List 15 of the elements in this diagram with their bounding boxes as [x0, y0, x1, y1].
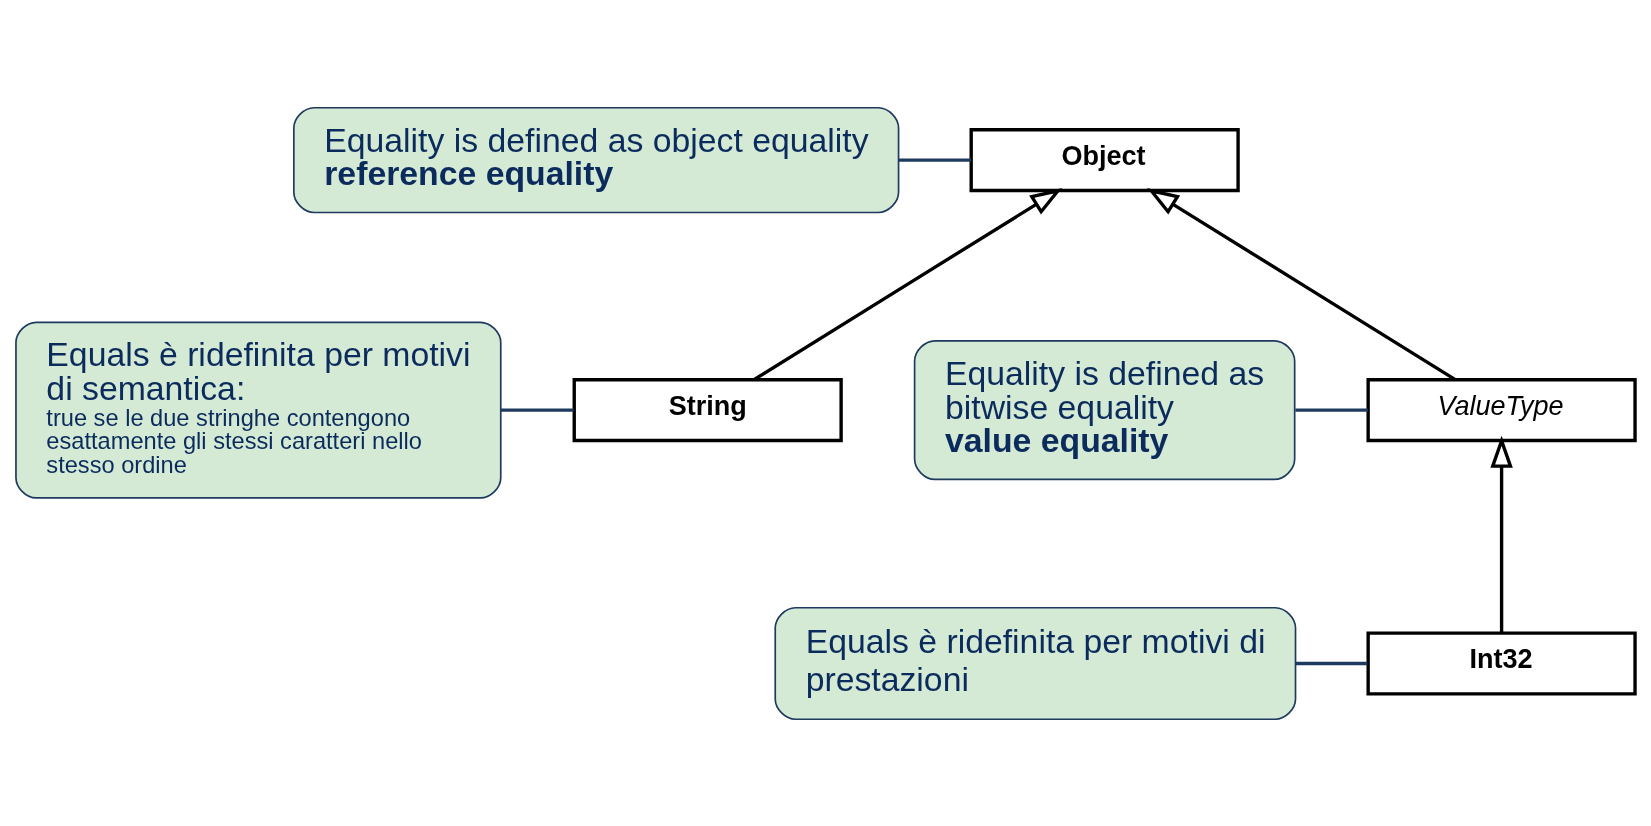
node-box: Equality is defined as object equality reference equality — [293, 106, 900, 213]
arrow — [1490, 435, 1513, 633]
connector — [1295, 407, 1368, 412]
node-box: Equals è ridefinita per motivi di prestazioni — [774, 606, 1297, 720]
node-box: Object — [969, 127, 1240, 192]
node-box: Int32 — [1366, 630, 1637, 696]
connector — [1295, 661, 1368, 665]
node-box: Equality is defined as bitwise equality value equality — [913, 339, 1296, 480]
node-box: String — [572, 377, 843, 442]
arrow — [753, 187, 1063, 381]
connector — [501, 407, 574, 412]
connector — [898, 157, 971, 162]
node-box: Equals è ridefinita per motivi di semantica: true se le due stringhe contengono esattamente gli stessi caratteri nello stesso ordine — [15, 320, 502, 499]
node-box: ValueType — [1366, 377, 1637, 442]
arrow — [1146, 187, 1457, 381]
